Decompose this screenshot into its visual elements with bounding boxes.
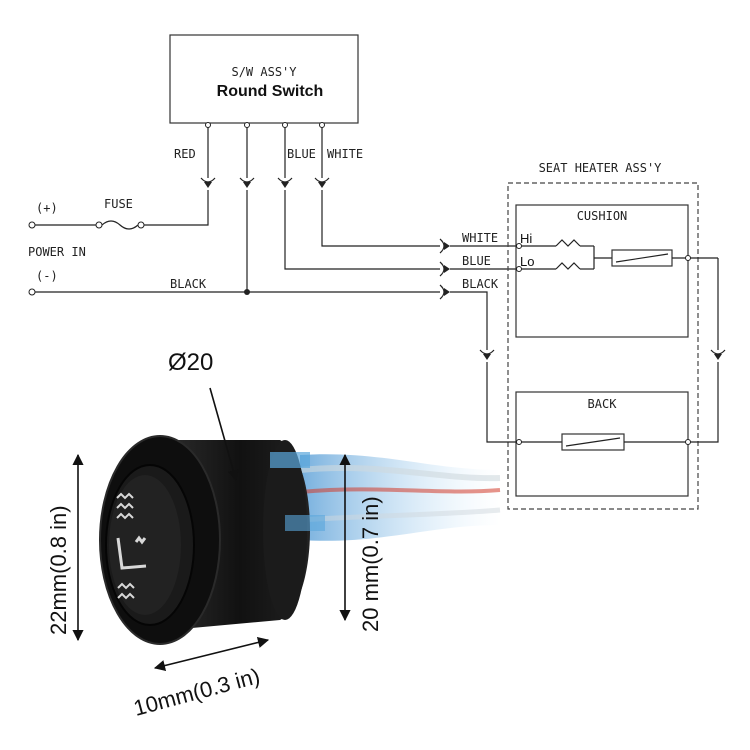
label-power-in: POWER IN [28, 245, 86, 259]
power-input [28, 190, 440, 296]
lo-label: Lo [520, 254, 534, 269]
heat-wave-icon [117, 582, 135, 600]
heat-wave-icon [116, 492, 134, 520]
back-label: BACK [588, 397, 618, 411]
thermostat-hi [555, 239, 581, 247]
label-heater-black: BLACK [462, 277, 499, 291]
label-ground-black: BLACK [170, 277, 207, 291]
height-left-label: 22mm(0.8 in) [46, 505, 71, 635]
label-plus: (+) [36, 201, 58, 215]
hi-label: Hi [520, 231, 532, 246]
label-fuse: FUSE [104, 197, 133, 211]
rocker-switch-photo [99, 435, 501, 645]
height-right-label: 20 mm(0.7 in) [358, 496, 383, 632]
label-blue: BLUE [287, 147, 316, 161]
switch-box-label: S/W ASS'Y [231, 65, 297, 79]
label-heater-white: WHITE [462, 231, 498, 245]
dimension-lines [72, 387, 351, 672]
heater-title: SEAT HEATER ASS'Y [539, 161, 663, 175]
thermostat-lo [555, 262, 581, 270]
seat-heater-assembly [479, 182, 726, 510]
switch-box-title: Round Switch [217, 83, 324, 100]
cushion-label: CUSHION [577, 209, 628, 223]
depth-label: 10mm(0.3 in) [131, 663, 263, 721]
diameter-label: Ø20 [168, 349, 213, 376]
label-white: WHITE [327, 147, 363, 161]
label-heater-blue: BLUE [462, 254, 491, 268]
side-connectors [439, 238, 516, 350]
fuse-symbol [101, 220, 139, 230]
switch-assembly: S/W ASS'Y Round Switch [169, 34, 359, 124]
label-minus: (-) [36, 269, 58, 283]
switch-leads [200, 122, 330, 188]
label-red: RED [174, 147, 196, 161]
heated-seat-icon [116, 535, 147, 570]
cushion-box [515, 204, 689, 338]
